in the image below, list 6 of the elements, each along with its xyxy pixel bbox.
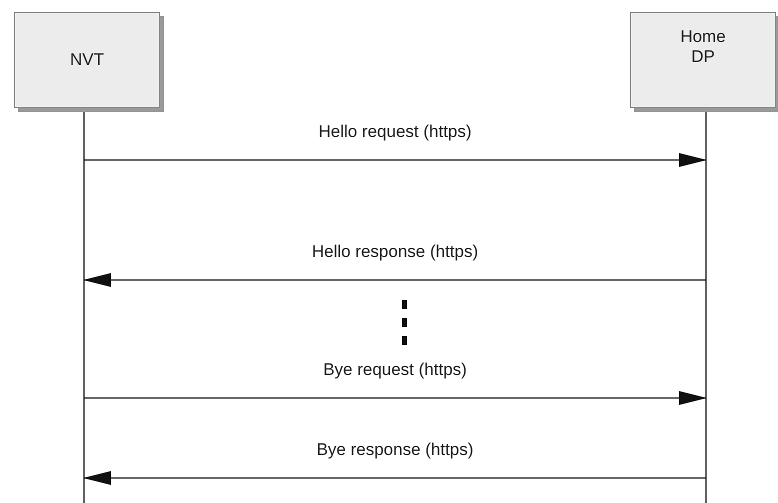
message-arrow <box>84 391 707 405</box>
message-arrow <box>83 273 706 287</box>
participant-name: Home DP <box>679 27 727 67</box>
message-arrow <box>84 153 707 167</box>
participant-name: NVT <box>70 50 104 70</box>
message-arrow <box>83 471 706 485</box>
